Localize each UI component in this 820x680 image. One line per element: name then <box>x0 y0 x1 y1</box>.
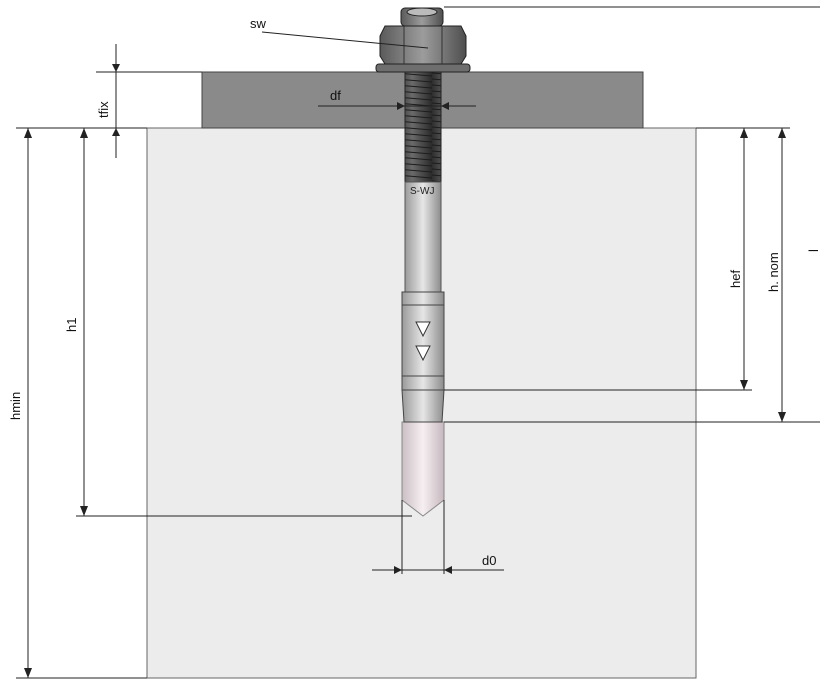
tfix-label: tfix <box>96 101 111 118</box>
h1-label: h1 <box>64 318 79 332</box>
df-label: df <box>330 88 341 103</box>
washer <box>375 63 471 73</box>
sleeve-wedge-lower <box>415 345 431 362</box>
l-label: l <box>806 249 820 252</box>
sw-leader <box>261 31 429 49</box>
cone-end <box>401 389 445 423</box>
hex-nut <box>379 25 467 65</box>
bolt-body <box>404 181 442 293</box>
sleeve-wedge-upper <box>415 321 431 338</box>
hmin-label: hmin <box>8 392 23 420</box>
hef-label: hef <box>728 270 743 288</box>
expansion-sleeve <box>401 291 445 391</box>
threaded-bolt <box>404 71 442 183</box>
anchor-marking: S-WJ <box>410 186 434 197</box>
sw-label: sw <box>250 16 267 31</box>
d0-label: d0 <box>482 553 496 568</box>
hnom-label: h. nom <box>766 252 781 292</box>
drill-hole <box>401 421 445 517</box>
